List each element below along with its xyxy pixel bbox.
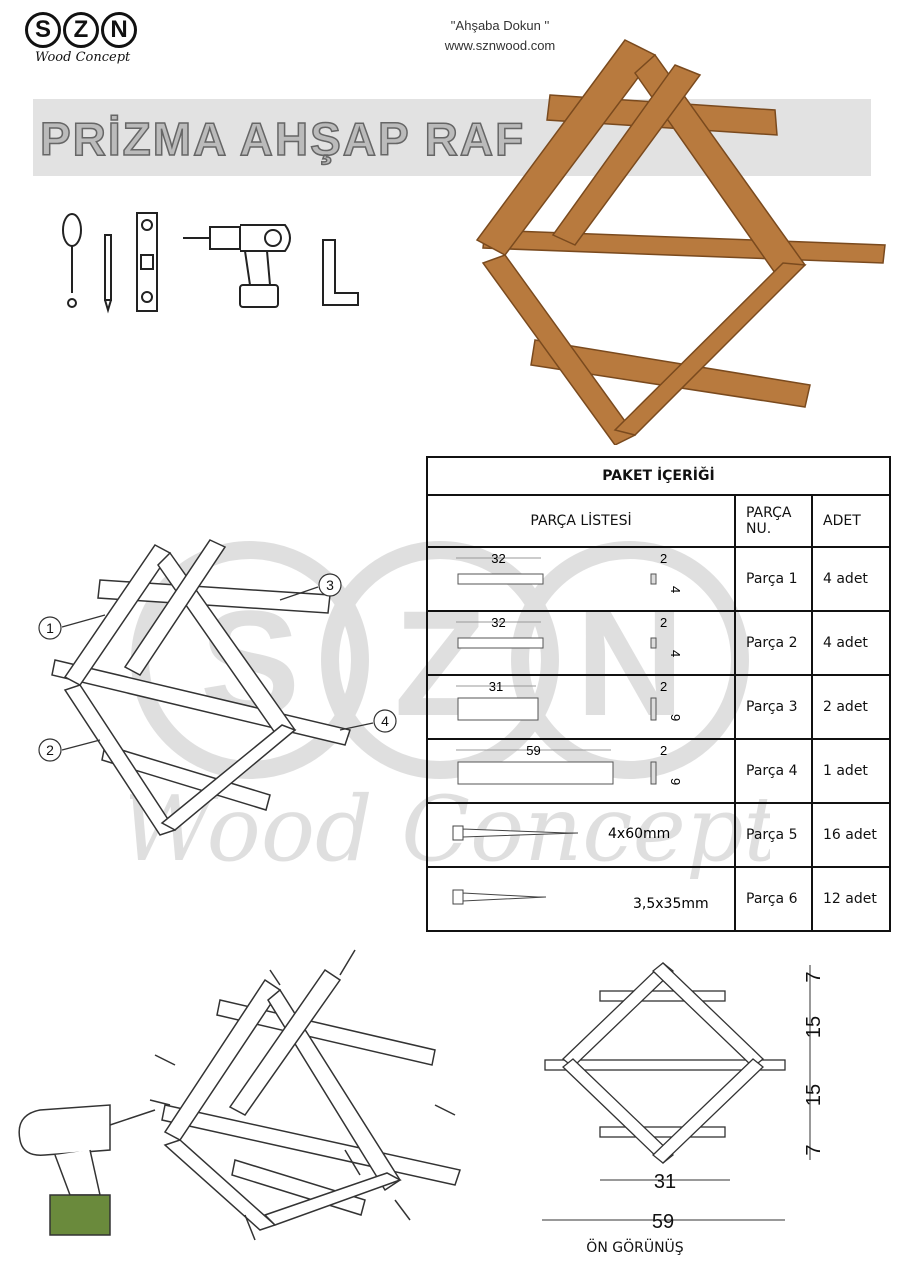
front-view-label: ÖN GÖRÜNÜŞ <box>586 1240 684 1256</box>
part-number: Parça 1 <box>734 546 813 612</box>
part-number: Parça 5 <box>734 802 813 868</box>
tools-row <box>62 212 359 314</box>
dim-upper: 15 <box>803 1016 825 1038</box>
part-drawing: 59 2 9 <box>456 743 683 785</box>
logo-script: Wood Concept <box>35 50 131 65</box>
screw-size: 3,5x35mm <box>633 896 709 912</box>
part-width: 9 <box>668 714 683 721</box>
product-photo <box>475 39 886 445</box>
dim-inner-width: 31 <box>654 1171 676 1193</box>
front-view-drawing: 31 59 7 15 15 7 <box>542 962 825 1233</box>
part-illustration: 31 2 9 <box>426 674 736 740</box>
part-drawing: 31 2 9 <box>456 679 683 721</box>
logo-letter: N <box>101 12 137 48</box>
table-row: 4x60mm Parça 5 16 adet <box>426 802 891 868</box>
package-contents-table: PAKET İÇERİĞİ PARÇA LİSTESİ PARÇA NU. AD… <box>426 456 891 932</box>
logo-letter: Z <box>63 12 99 48</box>
dim-top: 7 <box>803 971 825 982</box>
part-illustration: 32 2 4 <box>426 546 736 612</box>
part-drawing: 32 2 4 <box>456 615 683 657</box>
screw-size: 4x60mm <box>608 826 670 842</box>
part-illustration: 3,5x35mm <box>426 866 736 932</box>
header-part-no: PARÇA NU. <box>734 494 813 548</box>
table-row: 32 2 4 Parça 1 4 adet <box>426 546 891 612</box>
brand-logo: S Z N Wood Concept <box>25 12 140 78</box>
square-ruler-icon <box>322 239 359 306</box>
part-number: Parça 3 <box>734 674 813 740</box>
table-row: 3,5x35mm Parça 6 12 adet <box>426 866 891 932</box>
dim-bottom: 7 <box>803 1144 825 1155</box>
part-thickness: 2 <box>660 551 667 566</box>
page-title: PRİZMA AHŞAP RAF <box>39 112 526 166</box>
part-width: 4 <box>668 650 683 657</box>
part-width: 9 <box>668 778 683 785</box>
screw-drawing: 3,5x35mm <box>452 889 709 912</box>
part-quantity: 4 adet <box>811 546 891 612</box>
logo-letter: S <box>25 12 61 48</box>
table-row: 31 2 9 Parça 3 2 adet <box>426 674 891 740</box>
part-drawing: 32 2 4 <box>456 551 683 593</box>
slogan: ''Ahşaba Dokun '' <box>450 18 550 33</box>
part-illustration: 32 2 4 <box>426 610 736 676</box>
header-qty: ADET <box>811 494 891 548</box>
table-row: 32 2 4 Parça 2 4 adet <box>426 610 891 676</box>
assembly-drawing <box>18 949 461 1241</box>
part-quantity: 2 adet <box>811 674 891 740</box>
table-title: PAKET İÇERİĞİ <box>426 456 891 496</box>
part-length: 31 <box>489 679 503 694</box>
callout-1: 1 <box>46 620 54 636</box>
part-number: Parça 6 <box>734 866 813 932</box>
part-length: 32 <box>491 551 505 566</box>
part-number: Parça 2 <box>734 610 813 676</box>
dim-outer-width: 59 <box>652 1211 674 1233</box>
spirit-level-icon <box>136 212 158 312</box>
drill-icon <box>183 224 291 308</box>
exploded-diagram: 1 2 3 4 <box>38 539 397 836</box>
part-thickness: 2 <box>660 743 667 758</box>
dim-lower: 15 <box>803 1084 825 1106</box>
part-thickness: 2 <box>660 615 667 630</box>
part-length: 32 <box>491 615 505 630</box>
part-thickness: 2 <box>660 679 667 694</box>
header-parts-list: PARÇA LİSTESİ <box>426 494 736 548</box>
part-quantity: 16 adet <box>811 802 891 868</box>
tagline: ''Ahşaba Dokun '' www.sznwood.com <box>400 16 600 56</box>
part-length: 59 <box>526 743 540 758</box>
part-quantity: 4 adet <box>811 610 891 676</box>
screw-drawing: 4x60mm <box>452 825 670 842</box>
callout-4: 4 <box>381 713 389 729</box>
part-illustration: 4x60mm <box>426 802 736 868</box>
part-width: 4 <box>668 586 683 593</box>
table-row: 59 2 9 Parça 4 1 adet <box>426 738 891 804</box>
pencil-icon <box>104 234 112 314</box>
callout-3: 3 <box>326 577 334 593</box>
part-illustration: 59 2 9 <box>426 738 736 804</box>
screwdriver-icon <box>62 213 82 308</box>
callout-2: 2 <box>46 742 54 758</box>
part-quantity: 1 adet <box>811 738 891 804</box>
drill-icon <box>18 1104 156 1236</box>
part-number: Parça 4 <box>734 738 813 804</box>
part-quantity: 12 adet <box>811 866 891 932</box>
website: www.sznwood.com <box>444 38 556 53</box>
